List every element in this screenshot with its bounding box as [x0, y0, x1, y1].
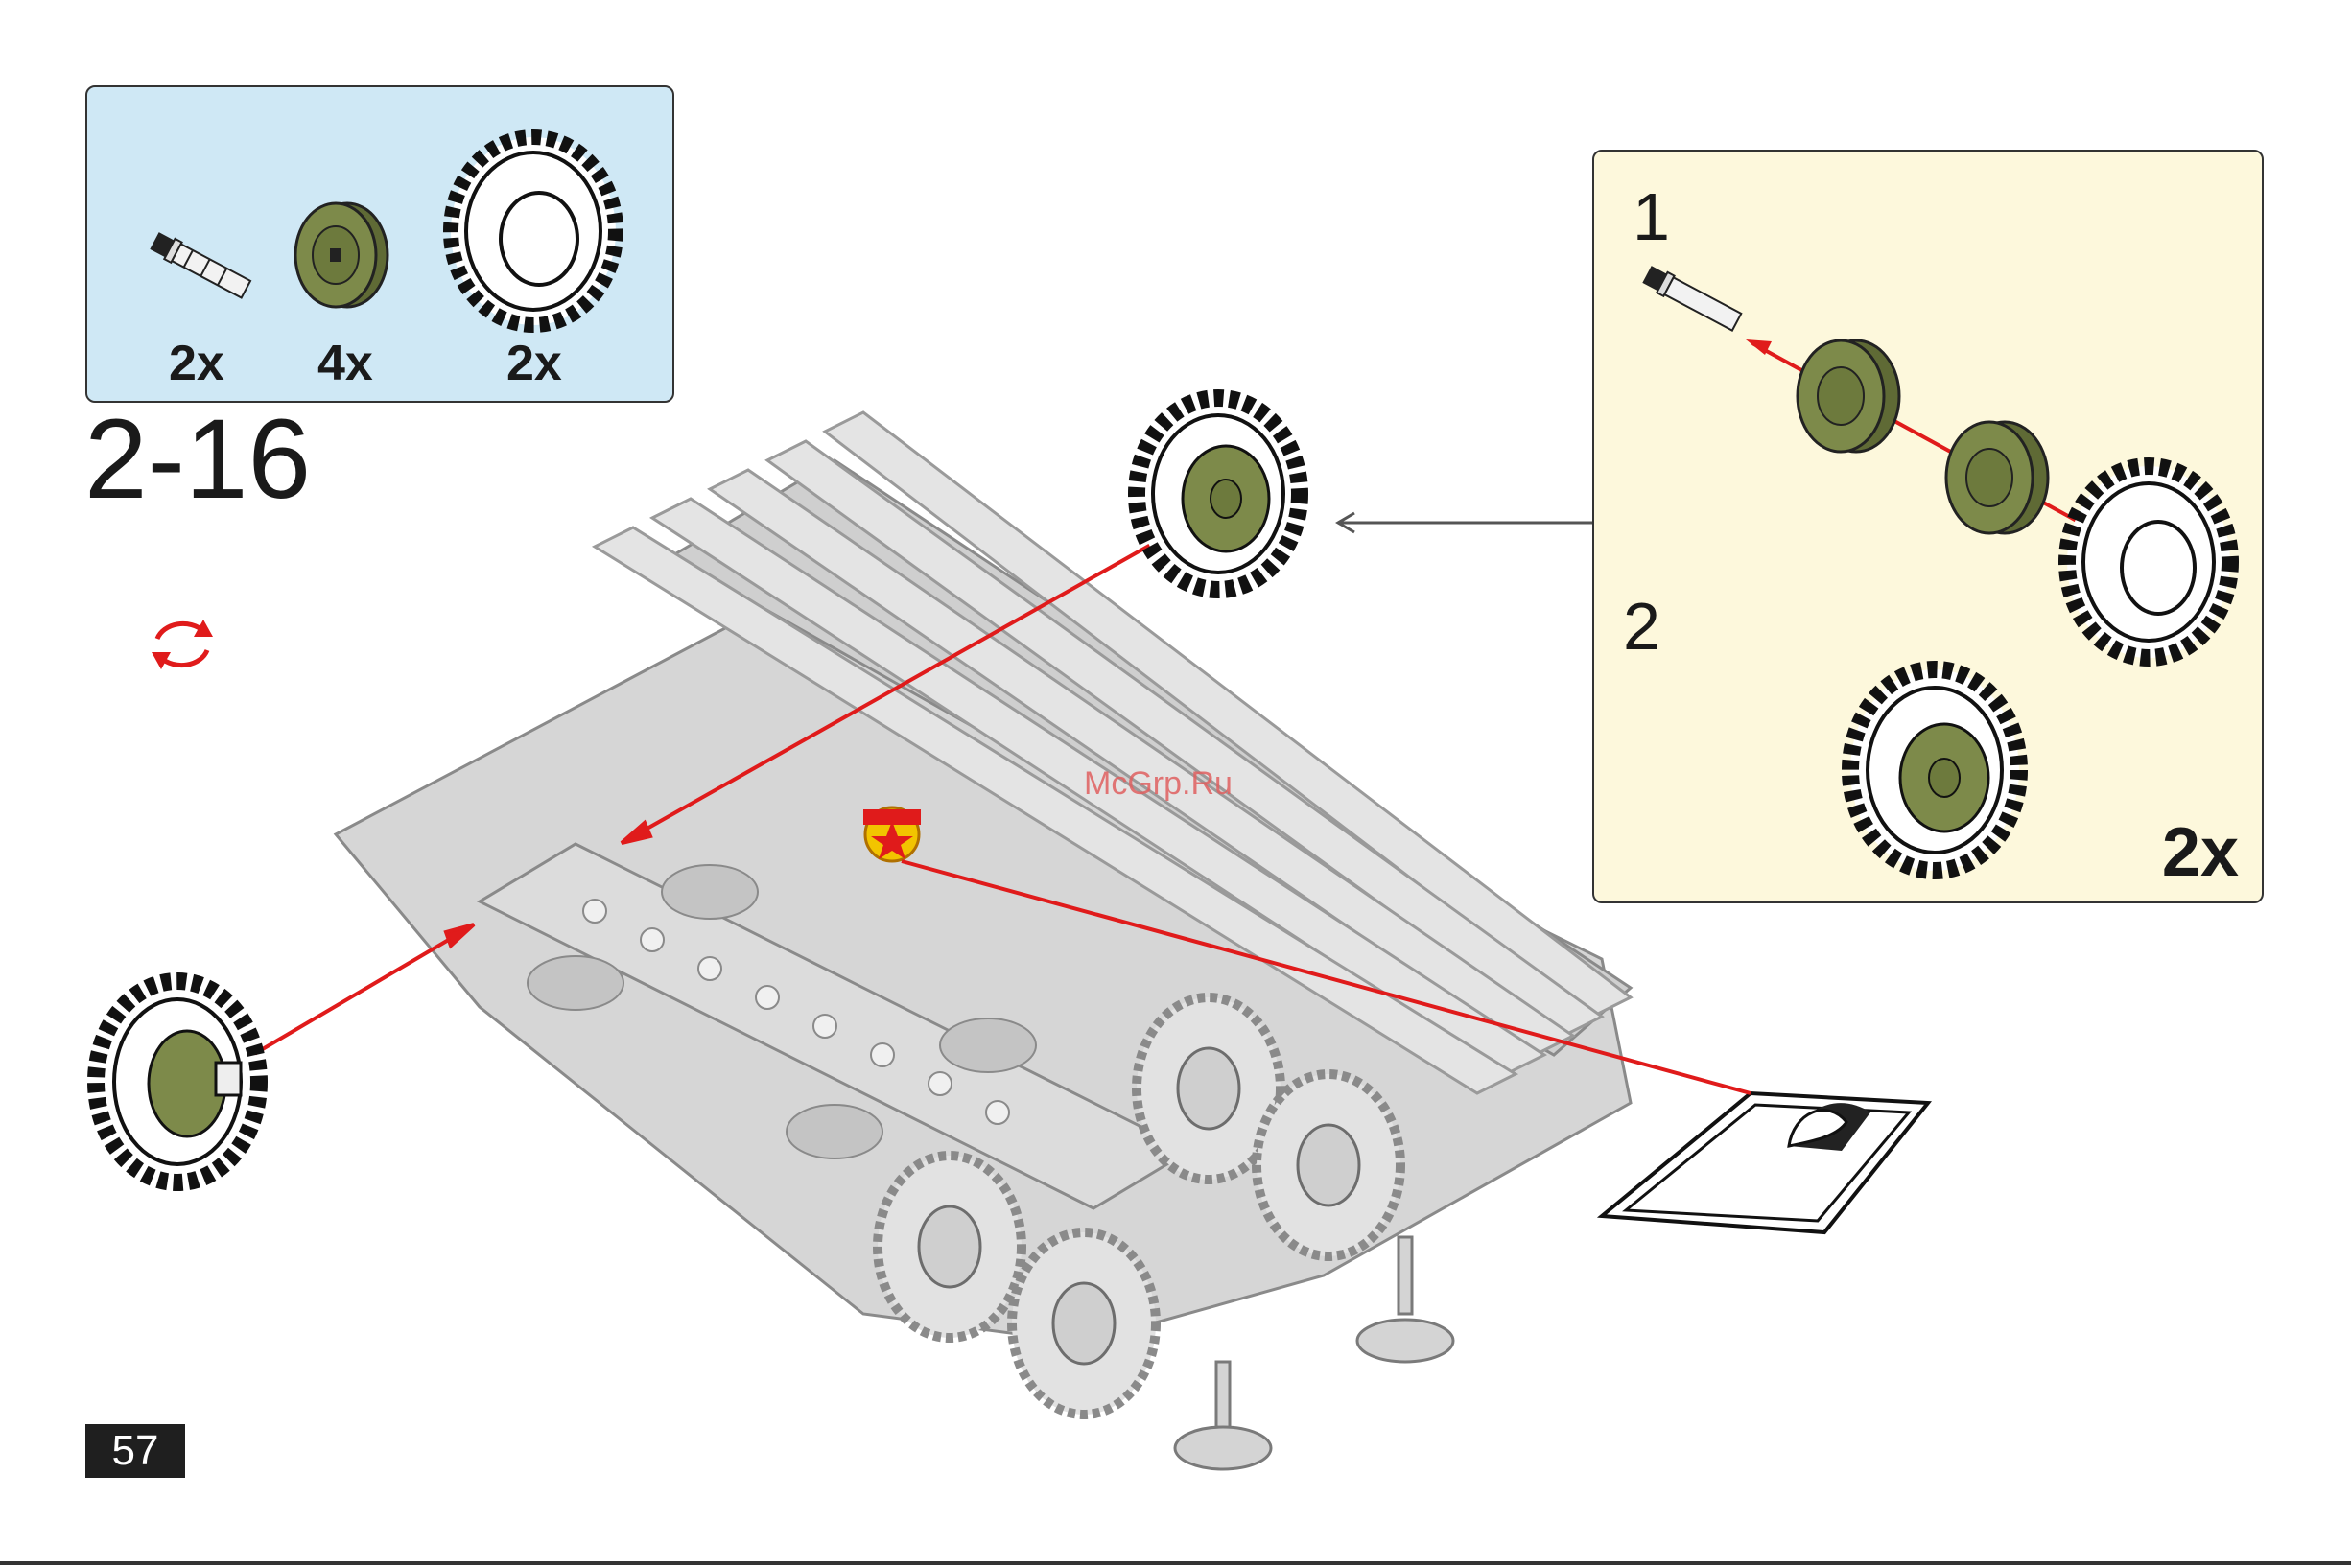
wheel-assembly-left — [96, 981, 259, 1182]
green-hub-icon — [1798, 340, 1899, 452]
guard-badge-icon — [863, 807, 921, 861]
bottom-rule — [0, 1561, 2351, 1565]
rotate-model-icon — [152, 620, 213, 669]
green-hub-icon — [1946, 422, 2048, 533]
watermark: McGrp.Ru — [1084, 765, 1233, 803]
page-number: 57 — [85, 1424, 185, 1478]
tire-icon — [2067, 466, 2230, 658]
axle-pin-icon — [1641, 264, 1742, 332]
wheel-assembly-result — [1850, 669, 2019, 871]
callout-pointer — [1338, 513, 1592, 532]
sub-assembly-art — [1594, 152, 2266, 905]
sticker-sheet-icon — [1602, 1093, 1928, 1232]
subassembly-box: 1 2 2x — [1592, 150, 2264, 903]
subassembly-qty: 2x — [2162, 813, 2239, 892]
launcher-model — [336, 412, 1631, 1469]
wheel-assembly-right — [1137, 398, 1300, 590]
